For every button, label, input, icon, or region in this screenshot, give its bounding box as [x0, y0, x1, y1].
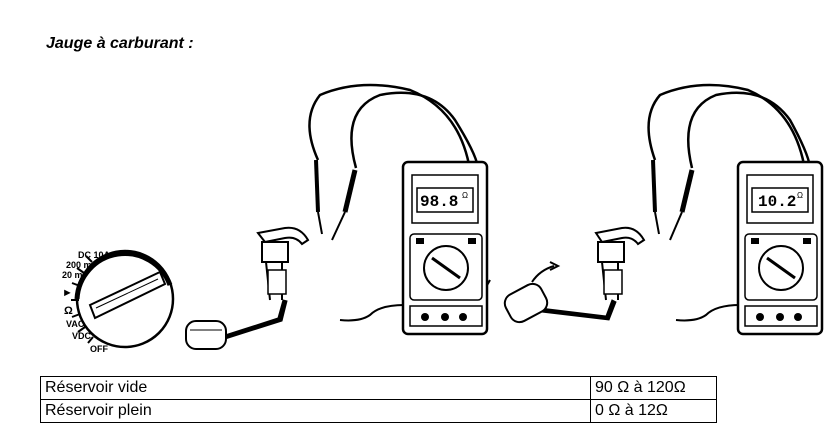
row-label-full: Réservoir plein: [40, 399, 591, 423]
dial-label-20m: 20 m: [62, 270, 83, 280]
dial-label-ohm: Ω: [64, 305, 73, 317]
fuel-sender-left: [185, 226, 310, 350]
dial-label-off: OFF: [90, 344, 108, 354]
dial-label-dc10a: DC 10A: [78, 250, 111, 260]
display-unit-right: Ω: [797, 191, 803, 200]
dial-label-vdc: VDC: [72, 331, 92, 341]
dial-label-200m: 200 m: [66, 260, 92, 270]
multimeter-right: 10.2 Ω: [736, 160, 824, 336]
dial-label-vac: VAC: [66, 319, 85, 329]
display-reading-left: 98.8: [420, 193, 458, 211]
row-label-empty: Réservoir vide: [40, 376, 591, 400]
table-row: Réservoir vide 90 Ω à 120Ω: [40, 376, 717, 400]
page-title: Jauge à carburant :: [46, 35, 194, 52]
fuel-gauge-illustration: DC 10A 200 m 20 m ► Ω VAC VDC OFF: [62, 83, 824, 354]
table-row: Réservoir plein 0 Ω à 12Ω: [40, 399, 717, 423]
arrow-icon: ►: [62, 287, 73, 299]
row-value-empty: 90 Ω à 120Ω: [590, 376, 717, 400]
selector-dial: DC 10A 200 m 20 m ► Ω VAC VDC OFF: [62, 249, 175, 354]
resistance-table: Réservoir vide 90 Ω à 120Ω Réservoir ple…: [40, 376, 717, 423]
display-reading-right: 10.2: [758, 193, 796, 211]
multimeter-left: 98.8 Ω: [401, 160, 489, 336]
display-unit-left: Ω: [462, 191, 468, 200]
fuel-sender-right: [503, 226, 646, 324]
row-value-full: 0 Ω à 12Ω: [590, 399, 717, 423]
test-leads-right: [647, 83, 812, 322]
